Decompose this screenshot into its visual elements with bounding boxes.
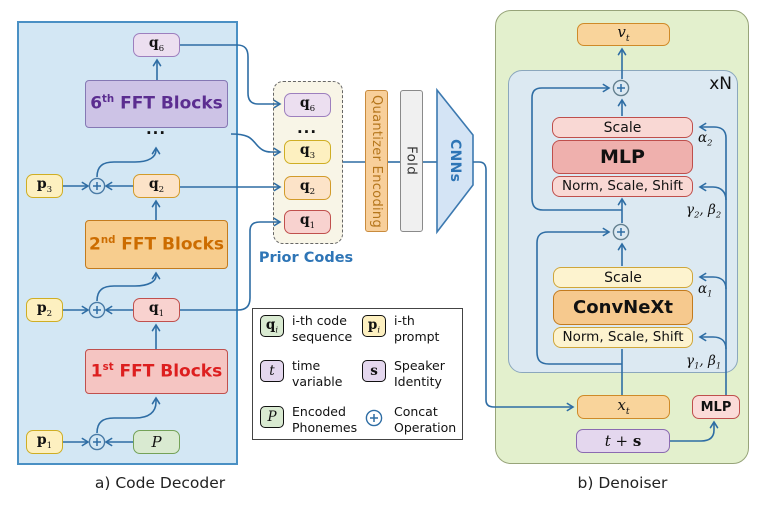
fold-box: Fold — [400, 90, 423, 232]
fft-blocks-2: 2nd FFT Blocks — [85, 220, 228, 269]
wire-mlp-norm1 — [698, 332, 727, 350]
wire-q1-prior — [180, 217, 282, 311]
q1-node: q1 — [133, 298, 180, 322]
repeat-count-label: xN — [709, 74, 732, 94]
legend-qi-symbol: qi — [260, 315, 284, 337]
legend-pi-text: i-th prompt — [394, 313, 440, 345]
legend-phonemes-symbol: P — [260, 406, 284, 428]
fft-blocks-1: 1st FFT Blocks — [85, 349, 228, 394]
legend-concat-icon — [365, 409, 383, 431]
cnns-trapezoid — [436, 87, 474, 235]
wire-q6-prior — [180, 44, 282, 109]
prior-q6-node: q6 — [284, 93, 331, 117]
norm-scale-shift-bottom-box: Norm, Scale, Shift — [553, 327, 693, 348]
mlp-top-box: MLP — [552, 140, 693, 174]
decoder-ellipsis: ... — [145, 120, 167, 138]
encoded-phonemes-node: P — [133, 430, 180, 454]
alpha2-label: α2 — [698, 130, 713, 148]
quantizer-encoding-box: Quantizer Encoding — [365, 90, 388, 232]
wire-cnns-xt — [473, 161, 575, 412]
wire-concat1-up — [96, 396, 161, 434]
legend-pi-symbol: pi — [362, 315, 386, 337]
cnns-label: CNNs — [447, 139, 463, 183]
legend-box — [252, 308, 463, 440]
p3-node: p3 — [26, 174, 63, 198]
caption-denoiser: b) Denoiser — [577, 474, 668, 492]
wire-mlp-scale1 — [698, 272, 727, 290]
gamma-beta2-label: γ2, β2 — [686, 202, 722, 220]
fft-blocks-6: 6th FFT Blocks — [85, 80, 228, 128]
legend-t-text: time variable — [292, 358, 343, 390]
time-speaker-node: t + s — [576, 429, 670, 453]
xt-node: xt — [577, 395, 670, 419]
legend-t-symbol: t — [260, 360, 284, 382]
caption-code-decoder: a) Code Decoder — [94, 474, 226, 492]
wire-skip-lower — [536, 227, 622, 365]
wire-mlp-norm2 — [698, 182, 727, 201]
concat-icon-mid — [612, 223, 630, 245]
prior-q1-node: q1 — [284, 210, 331, 234]
vt-node: vt — [577, 23, 670, 46]
scale-top-box: Scale — [552, 117, 693, 138]
prior-codes-title: Prior Codes — [258, 250, 354, 266]
p1-node: p1 — [26, 430, 63, 454]
concat-icon-top — [612, 79, 630, 101]
wire-dots-prior — [230, 133, 282, 157]
gamma-beta1-label: γ1, β1 — [686, 353, 722, 371]
q6-node: q6 — [133, 33, 180, 57]
concat-icon-1 — [88, 433, 106, 455]
prior-ellipsis: ... — [296, 119, 318, 137]
legend-s-symbol: s — [362, 360, 386, 382]
concat-icon-2 — [88, 301, 106, 323]
legend-s-text: Speaker Identity — [394, 358, 445, 390]
p2-node: p2 — [26, 298, 63, 322]
q2-node: q2 — [133, 174, 180, 198]
legend-phonemes-text: Encoded Phonemes — [292, 404, 358, 436]
alpha1-label: α1 — [698, 281, 713, 299]
wire-concat2-up — [96, 271, 161, 302]
norm-scale-shift-top-box: Norm, Scale, Shift — [552, 176, 693, 197]
wire-concat3-up — [96, 146, 161, 178]
legend-qi-text: i-th code sequence — [292, 313, 353, 345]
mlp-small-box: MLP — [692, 395, 740, 419]
wire-skip-upper — [531, 83, 622, 211]
convnext-box: ConvNeXt — [553, 290, 693, 325]
legend-concat-text: Concat Operation — [394, 404, 457, 436]
concat-icon-3 — [88, 177, 106, 199]
prior-q3-node: q3 — [284, 140, 331, 164]
wire-ts-mlp — [670, 420, 719, 442]
wire-mlp-scale2 — [698, 122, 727, 395]
prior-q2-node: q2 — [284, 176, 331, 200]
scale-bottom-box: Scale — [553, 267, 693, 288]
